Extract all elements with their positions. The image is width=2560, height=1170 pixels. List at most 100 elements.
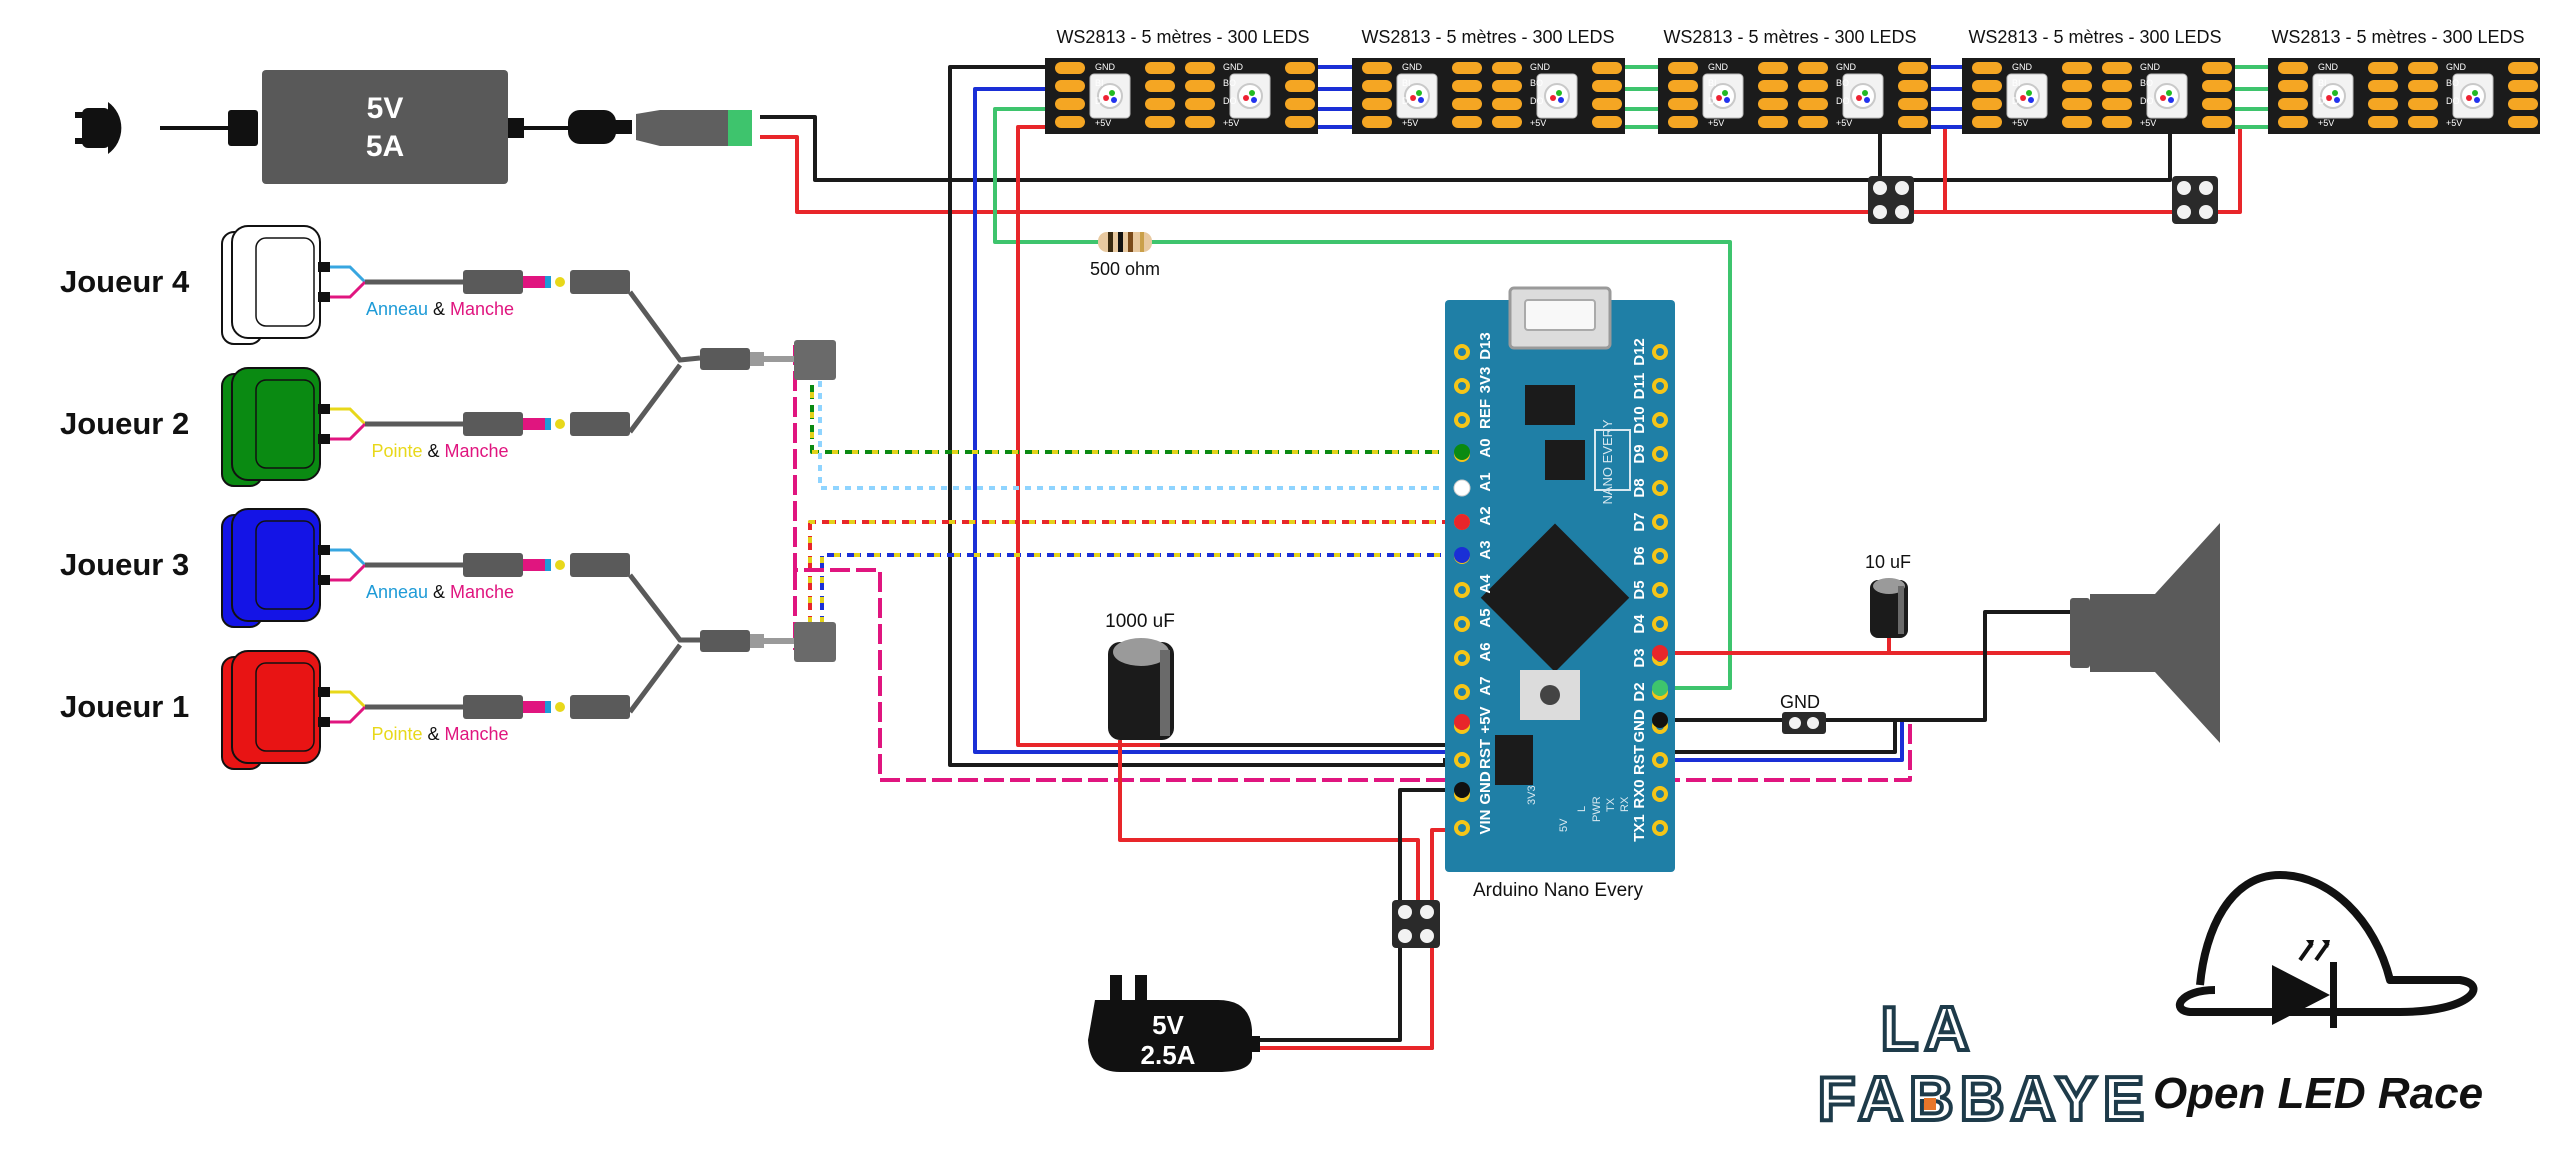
- strip-label-3: WS2813 - 5 mètres - 300 LEDS: [1663, 27, 1916, 47]
- audio-jacks: [700, 340, 836, 662]
- led-diode-icon: [2272, 965, 2330, 1025]
- pad-label-do: DO: [2140, 96, 2154, 106]
- pin-label-right: RST: [1631, 745, 1648, 775]
- open-led-race-logo: Open LED Race: [2153, 871, 2483, 1118]
- main-supply-voltage: 5V: [367, 92, 404, 125]
- led-label-tx: TX: [1605, 797, 1617, 812]
- terminal-block-1: [1868, 176, 1914, 224]
- connection-dots: [1453, 444, 1668, 798]
- pad-label-gnd: GND: [2140, 62, 2161, 72]
- strip-link-2: [1624, 65, 1658, 129]
- player-label: Joueur 4: [60, 264, 190, 299]
- pin-label-left: VIN: [1477, 809, 1494, 834]
- pad-label-gnd: GND: [1402, 62, 1423, 72]
- pin-label-left: A3: [1477, 540, 1494, 559]
- wire-label: Pointe & Manche: [371, 724, 508, 744]
- pad-label-bo: BO: [2446, 78, 2459, 88]
- pad-label-gnd: GND: [1836, 62, 1857, 72]
- pin-label-left: A4: [1477, 574, 1494, 594]
- wire-label-amp: &: [422, 441, 444, 461]
- main-chip: [1480, 523, 1630, 672]
- pin-label-right: TX1: [1631, 814, 1648, 842]
- wire-label-b: Manche: [450, 582, 514, 602]
- strip-label-4: WS2813 - 5 mètres - 300 LEDS: [1968, 27, 2221, 47]
- pad-label-gnd: GND: [2012, 62, 2033, 72]
- pad-label-gnd: GND: [2318, 62, 2339, 72]
- power-brick-5a: [262, 70, 508, 184]
- strip-5v-wire: [1016, 125, 1448, 747]
- pad-label-v5: +5V: [1530, 118, 1546, 128]
- pin-label-left: A7: [1477, 676, 1494, 695]
- strip-label-2: WS2813 - 5 mètres - 300 LEDS: [1361, 27, 1614, 47]
- pin-label-left: GND: [1477, 771, 1494, 805]
- pad-label-di: DI: [1708, 96, 1717, 106]
- led-label-5v: 5V: [1558, 818, 1570, 832]
- wire-label-b: Manche: [445, 441, 509, 461]
- fabbaye-logo: LA FABBAYE: [1816, 993, 2147, 1136]
- arduino-gnd-right: [1660, 718, 1897, 754]
- pin-label-right: D11: [1631, 373, 1648, 400]
- audio-splitters: [627, 290, 701, 714]
- arduino-blue-right: [1660, 720, 1904, 762]
- dc-screw-terminal: [728, 110, 752, 146]
- arcade-button-icon: [221, 650, 330, 770]
- small-supply-black: [1398, 788, 1462, 905]
- pad-label-di: DI: [1402, 96, 1411, 106]
- arduino-nano-every: NANO EVERY 5V L PWR TX RX 3V3 D133V3REFA…: [1445, 286, 1675, 901]
- pad-label-gnd: GND: [1095, 62, 1116, 72]
- wall-plug-icon: [108, 102, 122, 154]
- pad-label-do: DO: [1836, 96, 1850, 106]
- arduino-label: Arduino Nano Every: [1473, 880, 1644, 901]
- speaker-black-wire: [1660, 610, 2075, 722]
- pad-label-v5: +5V: [2140, 118, 2156, 128]
- pad-label-gnd: GND: [1708, 62, 1729, 72]
- pad-label-v5: +5V: [1402, 118, 1418, 128]
- pad-label-do: DO: [1530, 96, 1544, 106]
- pin-label-left: A2: [1477, 506, 1494, 525]
- strip-label-5: WS2813 - 5 mètres - 300 LEDS: [2271, 27, 2524, 47]
- open-led-race-title: Open LED Race: [2153, 1069, 2483, 1118]
- player-3-assembly: Joueur 3 Anneau & Manche: [60, 508, 630, 628]
- main-black-wire: [760, 115, 1882, 182]
- player-red-wire-y: [808, 520, 1462, 650]
- pin-label-left: +5V: [1477, 706, 1494, 733]
- strip-bi-wire: [973, 87, 1445, 754]
- player-green-wire-y: [810, 345, 1462, 454]
- wire-label: Anneau & Manche: [366, 582, 514, 602]
- pad-label-do: DO: [1223, 96, 1237, 106]
- pad-label-bi: BI: [1095, 78, 1104, 88]
- pad-label-bo: BO: [2140, 78, 2153, 88]
- fabbaye-line1: LA: [1881, 995, 1976, 1064]
- rail-black-2: [1880, 128, 2172, 182]
- wire-label-a: Pointe: [371, 724, 422, 744]
- player-label: Joueur 3: [60, 547, 189, 582]
- pin-label-left: 3V3: [1477, 367, 1494, 394]
- strip-link-4: [2234, 65, 2268, 129]
- jack-socket-top: [794, 340, 836, 380]
- player-label: Joueur 2: [60, 406, 189, 441]
- main-power-supply: 5V 5A: [75, 70, 752, 184]
- pin-label-right: D2: [1631, 682, 1648, 701]
- strip-link-1: [1318, 65, 1352, 129]
- dc-jack-adapter: [636, 110, 740, 146]
- strip-di-wire: [993, 107, 1732, 690]
- capacitor-1000uf: 1000 uF: [1105, 611, 1175, 740]
- pin-label-right: D8: [1631, 478, 1648, 497]
- pin-label-right: D4: [1631, 614, 1648, 634]
- pin-label-right: D10: [1631, 406, 1648, 434]
- pad-label-v5: +5V: [1223, 118, 1239, 128]
- terminal-block-supply: [1392, 900, 1440, 948]
- led-label-l: L: [1576, 806, 1588, 812]
- pad-label-v5: +5V: [2012, 118, 2028, 128]
- pin-label-right: D6: [1631, 546, 1648, 565]
- player-blue-wire: [820, 553, 1462, 650]
- wire-label-b: Manche: [445, 724, 509, 744]
- pad-label-v5: +5V: [2318, 118, 2334, 128]
- pad-label-bi: BI: [1402, 78, 1411, 88]
- pad-label-bi: BI: [2012, 78, 2021, 88]
- pad-label-gnd: GND: [2446, 62, 2467, 72]
